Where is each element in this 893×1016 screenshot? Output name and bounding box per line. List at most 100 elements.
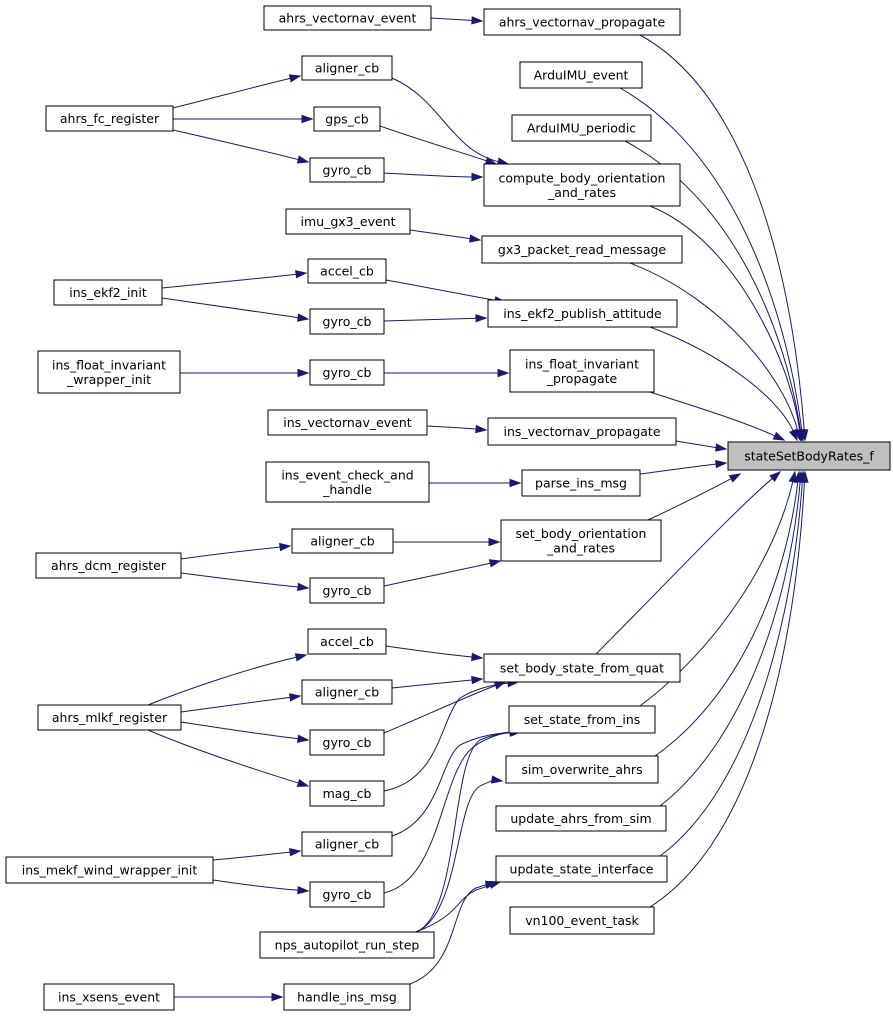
node-handle-ins[interactable]: handle_ins_msg <box>283 983 411 1011</box>
edge-sbsq-target-arrowhead <box>769 471 782 482</box>
node-xsens[interactable]: ins_xsens_event <box>43 983 175 1011</box>
node-fc-reg[interactable]: ahrs_fc_register <box>45 105 174 132</box>
node-box <box>267 409 428 436</box>
node-gyro1[interactable]: gyro_cb <box>309 157 385 183</box>
node-target[interactable]: stateSetBodyRates_f <box>727 441 891 471</box>
edge-mekf-aligner <box>212 851 292 861</box>
edge-aligner-sbsq <box>391 679 474 689</box>
node-label: gx3_packet_read_message <box>498 242 667 257</box>
node-label: _propagate <box>546 371 618 386</box>
node-label: gps_cb <box>325 112 369 127</box>
node-insvn-event[interactable]: ins_vectornav_event <box>267 409 428 436</box>
node-evt-check[interactable]: ins_event_check_and_handle <box>265 461 430 503</box>
node-gyro6[interactable]: gyro_cb <box>309 881 385 908</box>
node-ekf2-init[interactable]: ins_ekf2_init <box>53 279 163 306</box>
node-aligner4[interactable]: aligner_cb <box>301 831 393 857</box>
edge-nps-simow-arrowhead <box>491 775 504 784</box>
node-sbsq[interactable]: set_body_state_from_quat <box>483 653 681 683</box>
node-sim-ow[interactable]: sim_overwrite_ahrs <box>505 755 659 784</box>
edge-sbor-target <box>647 477 733 521</box>
node-dcm-reg[interactable]: ahrs_dcm_register <box>35 552 182 579</box>
node-insvn-prop[interactable]: ins_vectornav_propagate <box>487 417 677 446</box>
node-label: imu_gx3_event <box>301 214 396 229</box>
edge-dcm-gyro <box>180 572 300 588</box>
node-label: ins_event_check_and <box>281 467 413 482</box>
node-fi-init[interactable]: ins_float_invariant_wrapper_init <box>37 350 181 394</box>
edge-gyro-fiprop-arrowhead <box>497 368 510 378</box>
edge-vnprop-target <box>639 34 805 432</box>
edge-gx3event-read-arrowhead <box>469 234 482 243</box>
node-fi-prop[interactable]: ins_float_invariant_propagate <box>509 349 655 393</box>
node-label: gyro_cb <box>323 887 372 902</box>
edge-gyro-ssfi <box>383 731 514 894</box>
node-label: stateSetBodyRates_f <box>744 449 874 464</box>
edge-fiprop-target <box>649 391 777 437</box>
node-box <box>291 528 394 554</box>
node-vn100[interactable]: vn100_event_task <box>509 906 655 935</box>
node-mlkf-reg[interactable]: ahrs_mlkf_register <box>37 704 182 731</box>
node-vn-prop[interactable]: ahrs_vectornav_propagate <box>483 8 681 36</box>
node-box <box>309 881 385 908</box>
node-label: gyro_cb <box>323 365 372 380</box>
node-gx3-read[interactable]: gx3_packet_read_message <box>481 235 683 264</box>
node-label: gyro_cb <box>323 163 372 178</box>
edge-updsim-target <box>659 480 801 807</box>
node-box <box>301 679 393 705</box>
node-aligner1[interactable]: aligner_cb <box>301 55 393 81</box>
edge-mlkf-gyro <box>180 721 300 740</box>
node-label: ahrs_vectornav_event <box>279 11 417 26</box>
edge-ekf2pub-target <box>649 326 794 432</box>
edge-updstate-target <box>659 480 803 857</box>
edge-vn100-target <box>649 480 805 908</box>
node-label: gyro_cb <box>323 735 372 750</box>
node-label: set_state_from_ins <box>524 712 641 727</box>
node-nps[interactable]: nps_autopilot_run_step <box>259 931 435 959</box>
node-vn-event[interactable]: ahrs_vectornav_event <box>263 5 432 31</box>
node-mag[interactable]: mag_cb <box>309 780 385 807</box>
node-arduimu-event[interactable]: ArduIMU_event <box>519 61 643 89</box>
node-label: aligner_cb <box>315 61 379 76</box>
edge-ekf2-accel <box>161 273 298 289</box>
node-mekf-init[interactable]: ins_mekf_wind_wrapper_init <box>5 856 214 884</box>
node-box <box>45 105 174 132</box>
edge-insvnevent-prop-arrowhead <box>475 424 488 434</box>
node-gps[interactable]: gps_cb <box>313 106 381 132</box>
node-gyro4[interactable]: gyro_cb <box>309 577 385 604</box>
node-sbor[interactable]: set_body_orientation_and_rates <box>500 519 662 562</box>
node-box <box>500 519 662 562</box>
node-label: update_state_interface <box>510 862 654 877</box>
edge-insvnevent-prop <box>426 425 478 430</box>
node-label: accel_cb <box>320 264 374 279</box>
node-cbor[interactable]: compute_body_orientation_and_rates <box>483 163 681 207</box>
node-ssfi[interactable]: set_state_from_ins <box>508 705 656 734</box>
node-gyro5[interactable]: gyro_cb <box>309 729 385 756</box>
node-gx3-event[interactable]: imu_gx3_event <box>285 208 411 235</box>
node-accel1[interactable]: accel_cb <box>307 258 387 284</box>
edge-nps-ssfi <box>415 732 512 933</box>
node-box <box>309 308 385 335</box>
node-label: ahrs_dcm_register <box>51 558 167 573</box>
node-label: aligner_cb <box>315 837 379 852</box>
node-label: ins_float_invariant <box>525 356 639 371</box>
node-gyro3[interactable]: gyro_cb <box>309 359 385 386</box>
node-upd-state[interactable]: update_state_interface <box>495 855 668 883</box>
node-parse[interactable]: parse_ins_msg <box>521 469 641 497</box>
edge-cbor-target <box>649 205 801 432</box>
node-gyro2[interactable]: gyro_cb <box>309 308 385 335</box>
edge-mlkf-aligner-arrowhead <box>289 693 302 702</box>
edge-aligner-sbor-arrowhead <box>488 537 501 547</box>
node-accel2[interactable]: accel_cb <box>307 628 387 655</box>
node-arduimu-periodic[interactable]: ArduIMU_periodic <box>511 114 652 142</box>
node-ekf2-pub[interactable]: ins_ekf2_publish_attitude <box>487 299 678 328</box>
edge-insvnprop-target <box>675 440 718 449</box>
node-aligner2[interactable]: aligner_cb <box>291 528 394 554</box>
node-aligner3[interactable]: aligner_cb <box>301 679 393 705</box>
node-box <box>727 441 891 471</box>
edge-dcm-aligner <box>180 546 282 560</box>
node-box <box>37 704 182 731</box>
node-box <box>301 831 393 857</box>
node-upd-sim[interactable]: update_ahrs_from_sim <box>495 805 667 832</box>
edge-xsens-handle-arrowhead <box>271 992 284 1002</box>
node-box <box>483 163 681 207</box>
